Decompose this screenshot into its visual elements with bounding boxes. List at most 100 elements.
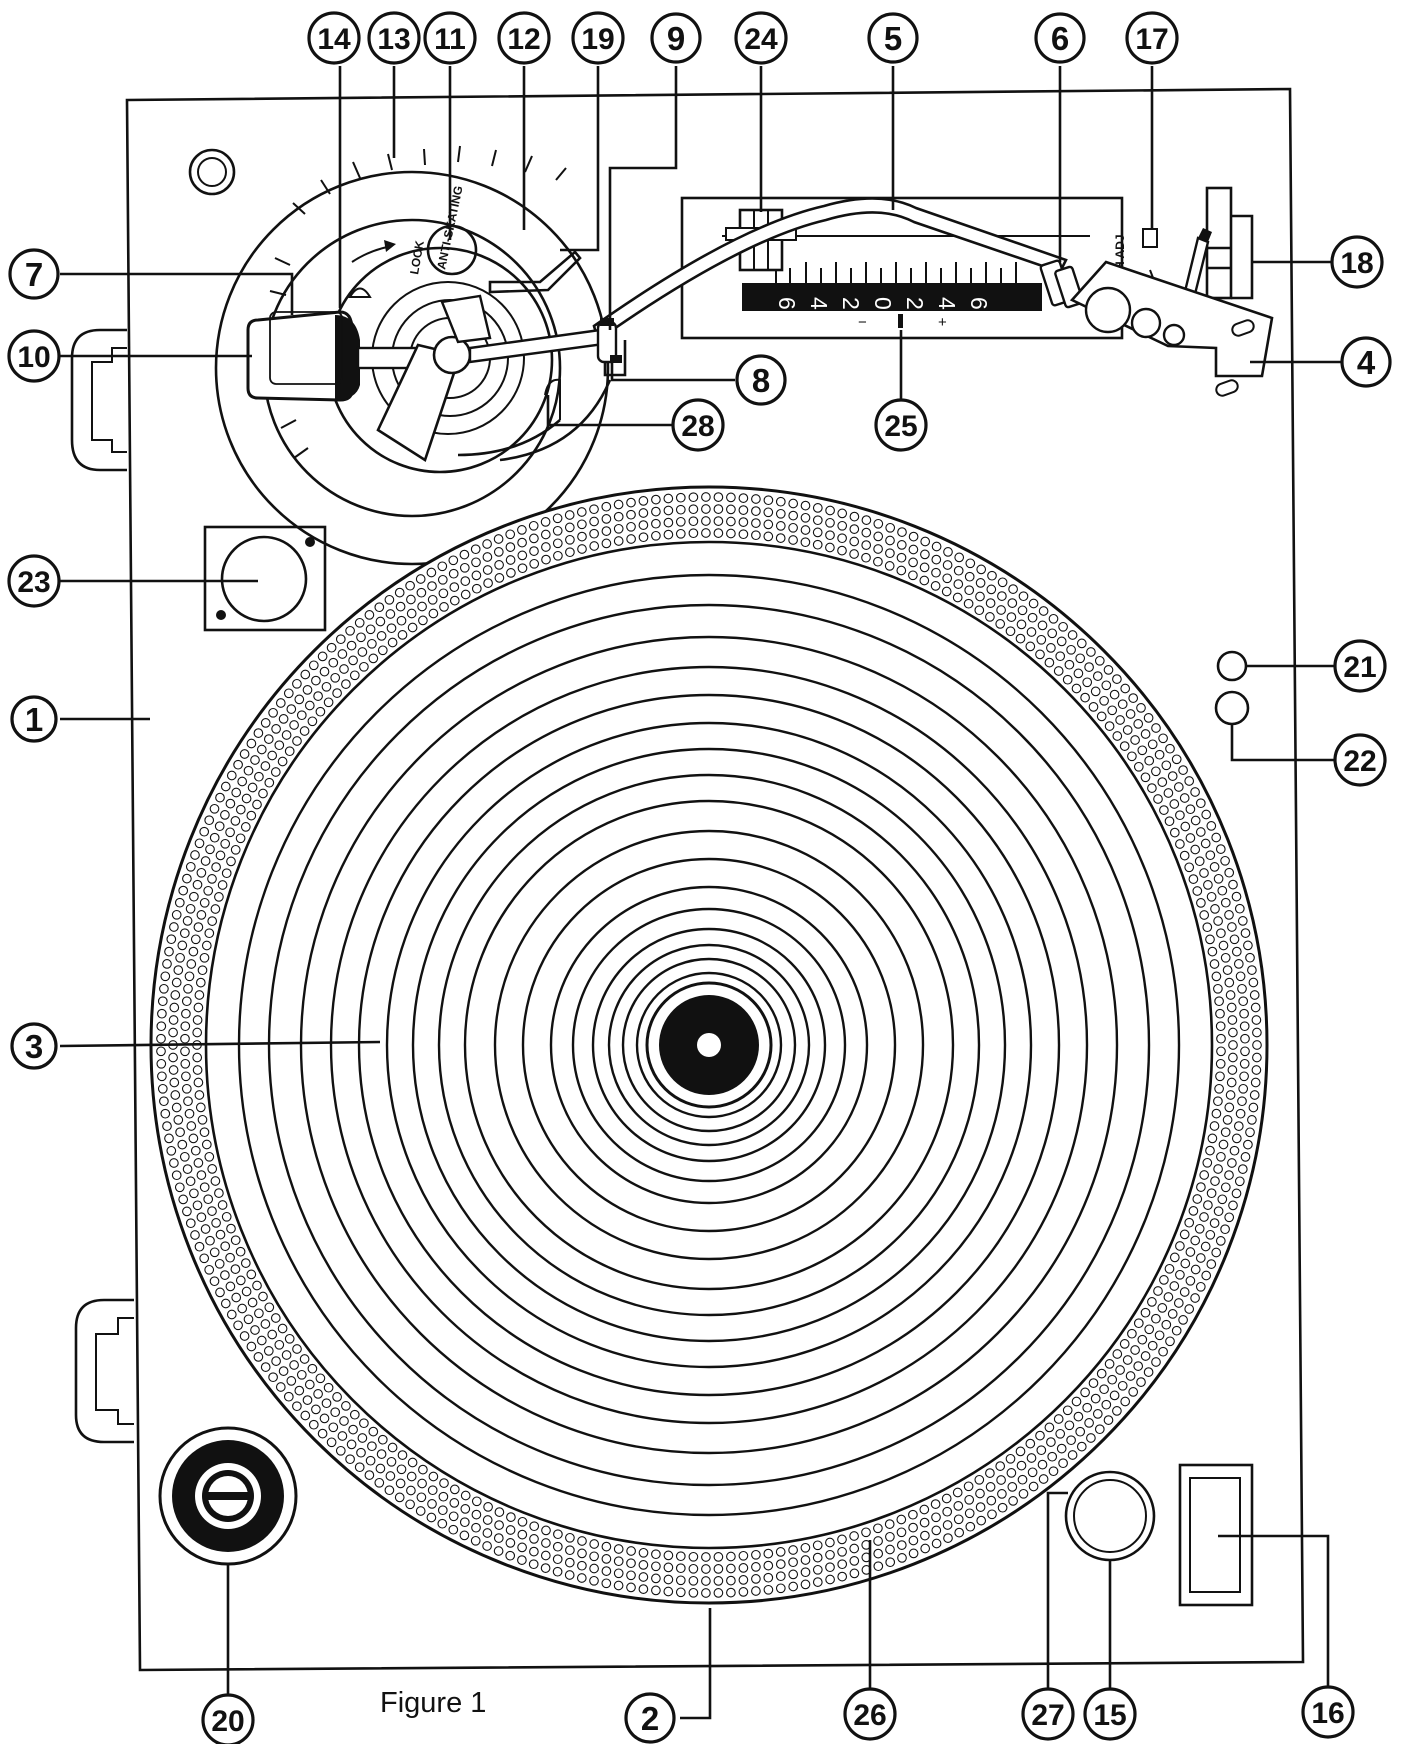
strobe-dot	[196, 1170, 207, 1180]
strobe-dot	[675, 528, 686, 539]
strobe-dot	[1119, 741, 1130, 751]
arm-lift-lever[interactable]	[488, 250, 582, 294]
strobe-dot	[1071, 1396, 1082, 1407]
strobe-dot	[638, 532, 649, 543]
callout-12: 12	[497, 11, 551, 65]
strobe-dot	[302, 1395, 313, 1405]
strobe-dot	[1251, 1065, 1262, 1075]
strobe-dot	[278, 714, 289, 724]
strobe-dot	[164, 946, 174, 957]
strobe-dot	[250, 1325, 260, 1335]
counterweight[interactable]	[246, 310, 360, 402]
strobe-dot	[1161, 760, 1172, 771]
strobe-dot	[1130, 1345, 1140, 1355]
strobe-dot	[873, 1523, 883, 1534]
record-groove	[621, 957, 797, 1133]
strobe-dot	[246, 738, 257, 749]
strobe-dot	[209, 1247, 220, 1258]
strobe-dot	[459, 1530, 470, 1541]
strobe-dot	[1115, 1365, 1125, 1375]
lock-arrow-head	[384, 240, 396, 252]
strobe-dot	[800, 1542, 811, 1553]
strobe-dot	[252, 1280, 262, 1291]
strobe-dot	[1213, 983, 1223, 994]
strobe-dot	[387, 1442, 398, 1453]
strobe-screw-a	[305, 537, 315, 547]
strobe-dot	[247, 782, 258, 793]
strobe-dot	[1222, 965, 1233, 975]
strobe-dot	[1201, 809, 1212, 820]
strobe-dot	[494, 573, 505, 583]
strobe-dot	[873, 1536, 883, 1546]
strobe-dot	[185, 1176, 196, 1187]
strobe-dot	[323, 1382, 334, 1393]
strobe-dot	[185, 903, 196, 914]
svg-text:23: 23	[17, 566, 50, 599]
strobe-dot	[675, 1551, 686, 1562]
strobe-dot	[552, 1554, 563, 1565]
headshell[interactable]	[1069, 260, 1274, 397]
strobe-dot	[294, 694, 305, 705]
strobe-dot	[701, 492, 711, 502]
strobe-dot	[541, 554, 551, 565]
strobe-dot	[1211, 1108, 1222, 1119]
strobe-dot	[367, 638, 377, 649]
strobe-dot	[193, 1158, 204, 1168]
strobe-dot	[225, 798, 236, 809]
strobe-dot	[1037, 620, 1048, 631]
speed-45-button[interactable]	[1214, 690, 1250, 726]
strobe-dot	[986, 584, 997, 595]
turntable-base	[125, 87, 1305, 1672]
strobe-dot	[482, 552, 493, 562]
svg-text:19: 19	[581, 23, 614, 56]
anti-skating-dial[interactable]	[426, 224, 478, 276]
strobe-dot	[651, 518, 661, 529]
strobe-dot	[825, 517, 835, 528]
strobe-dot	[1073, 1411, 1084, 1422]
strobe-dot	[1107, 1374, 1118, 1385]
strobe-dot	[337, 649, 348, 659]
strobe-dot	[529, 1546, 539, 1557]
strobe-dot	[171, 909, 182, 920]
strobe-dot	[1112, 674, 1122, 684]
strobe-dot	[1147, 783, 1157, 793]
strobe-dot	[178, 1194, 189, 1205]
strobe-dot	[576, 507, 587, 517]
strobe-dot	[200, 1224, 211, 1234]
strobe-dot	[1119, 1339, 1130, 1349]
strobe-dot	[601, 526, 612, 536]
strobe-dot	[225, 1252, 235, 1263]
strobe-dot	[908, 544, 919, 555]
strobe-dot	[638, 496, 649, 506]
strobe-dot	[505, 529, 516, 540]
tonearm-tube[interactable]	[592, 197, 1068, 343]
strobe-dot	[385, 1471, 396, 1481]
strobe-dot	[233, 759, 243, 770]
strobe-dot	[1038, 606, 1049, 616]
strobe-dot	[1164, 1263, 1175, 1274]
strobe-dot	[1196, 1182, 1206, 1192]
strobe-dot	[517, 1516, 528, 1527]
strobe-dot	[185, 861, 196, 872]
strobe-dot	[315, 1373, 326, 1384]
strobe-dot	[873, 531, 884, 542]
strobe-dot	[763, 531, 774, 542]
strobe-dot	[837, 520, 848, 531]
strobe-dot	[264, 1302, 275, 1313]
strobe-dot	[601, 538, 612, 549]
target-light[interactable]	[158, 1426, 298, 1566]
strobe-dot	[194, 990, 205, 1000]
strobe-dot	[1047, 1451, 1058, 1462]
strobe-dot	[529, 558, 540, 569]
strobe-dot	[1194, 856, 1205, 867]
strobe-dot	[1200, 838, 1211, 849]
strobe-dot	[156, 1033, 166, 1044]
strobe-dot	[184, 971, 195, 982]
strobe-dot	[299, 726, 310, 736]
strobe-dot	[339, 1416, 349, 1426]
strobe-dot	[663, 517, 674, 528]
start-stop-button[interactable]	[1064, 1470, 1156, 1562]
strobe-dot	[1224, 1212, 1235, 1223]
speed-33-button[interactable]	[1216, 650, 1248, 682]
strobe-dot	[919, 1504, 930, 1515]
